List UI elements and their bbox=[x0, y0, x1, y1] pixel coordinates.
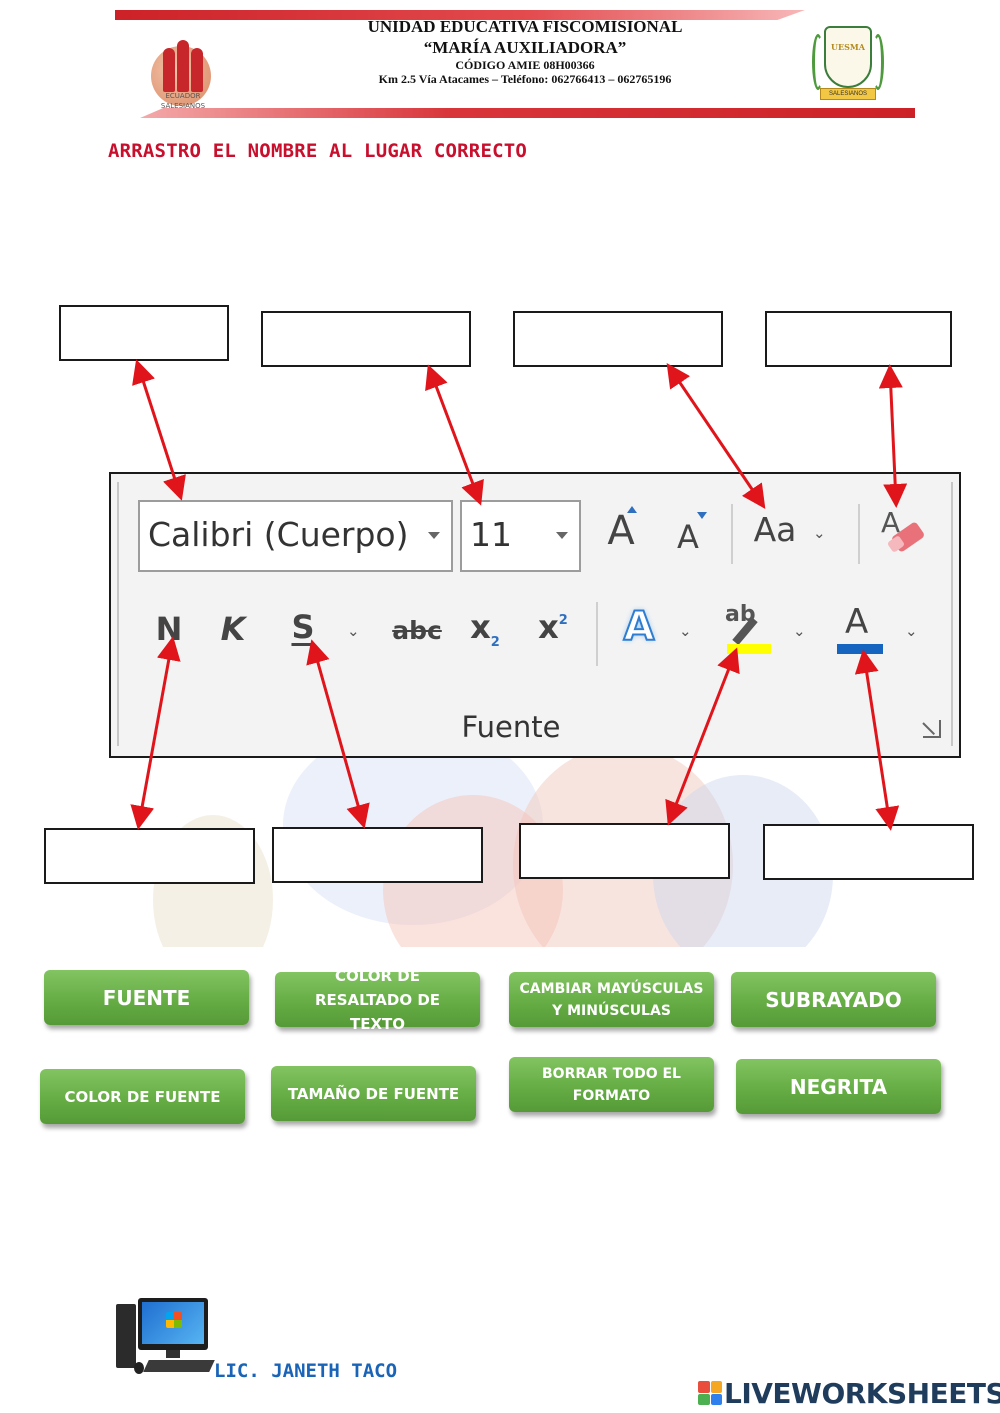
drag-label-cambiar-mayusculas[interactable]: CAMBIAR MAYÚSCULAS Y MINÚSCULAS bbox=[509, 972, 714, 1027]
chevron-down-icon: ⌄ bbox=[813, 524, 826, 542]
drag-label-tamano-fuente[interactable]: TAMAÑO DE FUENTE bbox=[271, 1066, 476, 1121]
highlight-color-icon: ab bbox=[723, 602, 775, 658]
word-font-ribbon: Calibri (Cuerpo) 11 A A Aa ⌄ A N K S ⌄ a… bbox=[109, 472, 961, 758]
school-subname: “MARÍA AUXILIADORA” bbox=[423, 38, 627, 57]
answer-box-2[interactable] bbox=[261, 311, 471, 367]
drag-label-color-fuente[interactable]: COLOR DE FUENTE bbox=[40, 1069, 245, 1124]
text-effects-icon: A bbox=[623, 603, 656, 651]
grow-font-icon: A bbox=[601, 506, 641, 554]
school-code: CÓDIGO AMIE 08H00366 bbox=[455, 58, 595, 72]
chevron-down-icon: ⌄ bbox=[347, 622, 360, 640]
drag-label-negrita[interactable]: NEGRITA bbox=[736, 1059, 941, 1114]
chevron-down-icon: ⌄ bbox=[905, 622, 918, 640]
computer-icon bbox=[116, 1298, 216, 1380]
underline-icon: S bbox=[291, 608, 315, 646]
drag-label-color-resaltado[interactable]: COLOR DE RESALTADO DE TEXTO bbox=[275, 967, 480, 1033]
liveworksheets-logo-icon bbox=[698, 1381, 722, 1405]
answer-box-6[interactable] bbox=[272, 827, 483, 883]
header-stripe-top bbox=[115, 10, 805, 20]
subscript-icon: x2 bbox=[470, 608, 500, 650]
change-case-icon: Aa bbox=[753, 510, 797, 549]
instruction-text: ARRASTRO EL NOMBRE AL LUGAR CORRECTO bbox=[108, 140, 528, 162]
school-name: UNIDAD EDUCATIVA FISCOMISIONAL bbox=[367, 17, 683, 36]
answer-box-8[interactable] bbox=[763, 824, 974, 880]
font-size-combo: 11 bbox=[460, 500, 581, 572]
drag-label-subrayado[interactable]: SUBRAYADO bbox=[731, 972, 936, 1027]
answer-box-3[interactable] bbox=[513, 311, 723, 367]
brand-wordmark: LIVEWORKSHEETS bbox=[724, 1376, 1000, 1410]
answer-box-5[interactable] bbox=[44, 828, 255, 884]
font-name-combo: Calibri (Cuerpo) bbox=[138, 500, 453, 572]
liveworksheets-brand: LIVEWORKSHEETS bbox=[698, 1375, 1000, 1411]
answer-box-1[interactable] bbox=[59, 305, 229, 361]
uesma-crest-logo: UESMA SALESIANOS bbox=[810, 18, 886, 104]
header-stripe-bottom bbox=[140, 108, 915, 118]
shrink-font-icon: A bbox=[670, 512, 707, 556]
author-name: LIC. JANETH TACO bbox=[214, 1360, 398, 1382]
clear-formatting-icon: A bbox=[879, 506, 929, 560]
drag-label-fuente[interactable]: FUENTE bbox=[44, 970, 249, 1025]
chevron-down-icon: ⌄ bbox=[679, 622, 692, 640]
salesianos-ecuador-logo: ECUADOR SALESIANOS bbox=[145, 36, 221, 116]
italic-icon: K bbox=[220, 610, 246, 648]
ribbon-group-label: Fuente bbox=[461, 710, 561, 744]
school-address: Km 2.5 Vía Atacames – Teléfono: 06276641… bbox=[378, 72, 672, 86]
dialog-launcher-icon bbox=[923, 720, 941, 738]
bold-icon: N bbox=[155, 610, 183, 648]
superscript-icon: x2 bbox=[538, 608, 568, 646]
answer-box-4[interactable] bbox=[765, 311, 952, 367]
font-color-icon: A bbox=[835, 602, 885, 658]
font-name-value: Calibri (Cuerpo) bbox=[148, 515, 409, 554]
strikethrough-icon: abc bbox=[392, 616, 442, 645]
drag-label-borrar-formato[interactable]: BORRAR TODO EL FORMATO bbox=[509, 1057, 714, 1112]
chevron-down-icon: ⌄ bbox=[793, 622, 806, 640]
font-size-value: 11 bbox=[470, 515, 512, 554]
answer-box-7[interactable] bbox=[519, 823, 730, 879]
